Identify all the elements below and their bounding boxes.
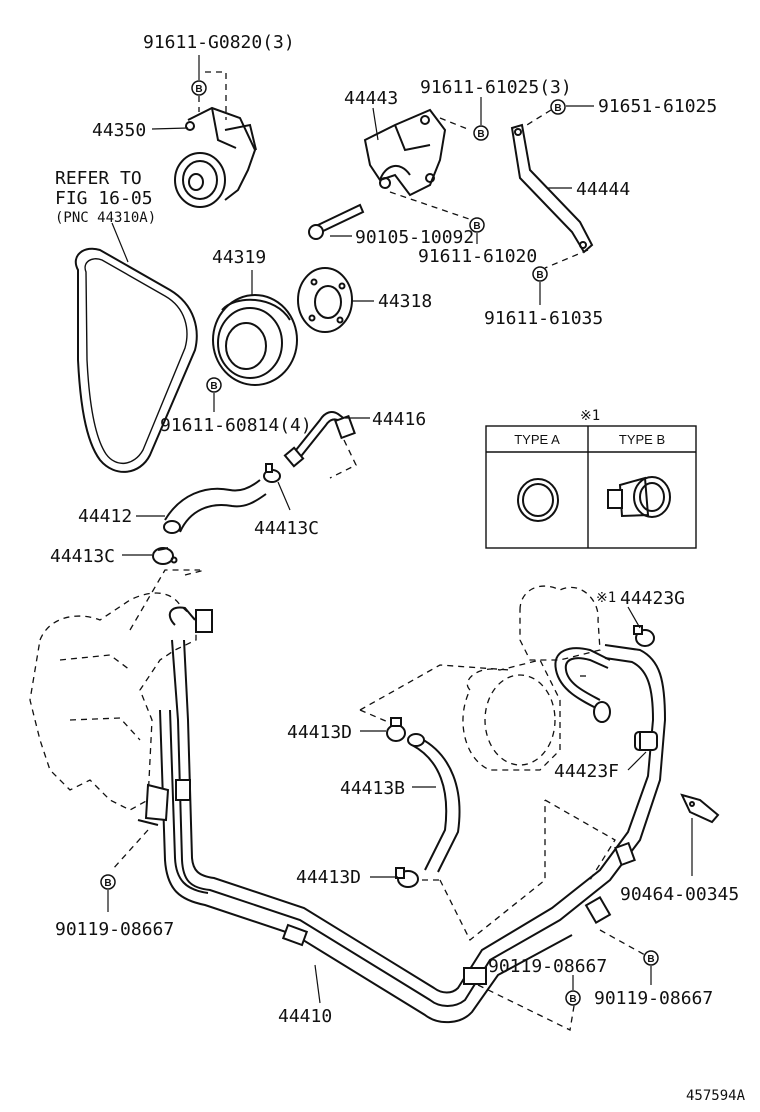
label-44413C-lower: 44413C <box>50 546 115 567</box>
nut-91651-61025: B <box>550 99 566 115</box>
pipe-bracket-left <box>137 783 170 826</box>
bolt-90105-10092 <box>308 203 365 240</box>
svg-text:B: B <box>195 84 202 95</box>
label-44443: 44443 <box>344 88 398 109</box>
label-44412: 44412 <box>78 506 132 527</box>
label-44319: 44319 <box>212 247 266 268</box>
bolt-91611-61020: B <box>469 217 485 233</box>
type-box-marker: ※1 <box>580 408 600 424</box>
svg-text:B: B <box>647 954 654 965</box>
bolt-91611-61035: B <box>532 266 548 282</box>
steering-gear-outline <box>29 592 197 811</box>
clip-90464-00345 <box>680 793 720 824</box>
hose-44412 <box>163 479 267 534</box>
svg-text:B: B <box>477 129 484 140</box>
reservoir-outline <box>462 585 601 771</box>
label-91611-61035: 91611-61035 <box>484 308 603 329</box>
plate-44318 <box>297 267 353 333</box>
strap-44444 <box>510 123 594 254</box>
svg-text:B: B <box>104 878 111 889</box>
label-44423F: 44423F <box>554 761 619 782</box>
bolt-91611-60814: B <box>206 377 222 393</box>
label-44410: 44410 <box>278 1006 332 1027</box>
pulley-44319 <box>212 294 298 386</box>
label-44416: 44416 <box>372 409 426 430</box>
label-91651-61025: 91651-61025 <box>598 96 717 117</box>
type-a-seal-icon <box>517 478 559 522</box>
bolt-91611-G0820: B <box>191 80 207 96</box>
label-44413D-upper: 44413D <box>287 722 352 743</box>
clamp-44413C-upper <box>263 463 281 483</box>
label-ref-line1: REFER TO <box>55 168 142 189</box>
label-ref-line2: FIG 16-05 <box>55 188 153 209</box>
type-b-label: TYPE B <box>619 432 665 447</box>
label-44318: 44318 <box>378 291 432 312</box>
power-steering-pump-44350 <box>174 106 257 208</box>
label-91611-60814: 91611-60814(4) <box>160 415 312 436</box>
label-90119-08667-right: 90119-08667 <box>594 988 713 1009</box>
label-44444: 44444 <box>576 179 630 200</box>
label-91611-61025: 91611-61025(3) <box>420 77 572 98</box>
bolt-90119-08667-right: B <box>643 950 659 966</box>
type-b-clamp-icon <box>607 476 671 518</box>
svg-text:B: B <box>554 103 561 114</box>
label-90105-10092: 90105-10092 <box>355 227 474 248</box>
pressure-pipe-44410 <box>159 606 667 1024</box>
type-a-label: TYPE A <box>514 432 560 447</box>
seal-44423F <box>634 731 658 751</box>
svg-text:B: B <box>569 994 576 1005</box>
label-90119-08667-center: 90119-08667 <box>488 956 607 977</box>
type-reference-box <box>485 425 697 549</box>
bracket-44443 <box>363 108 447 197</box>
clamp-44413D-upper <box>386 717 406 742</box>
clamp-44413D-lower <box>395 867 419 888</box>
svg-text:B: B <box>536 270 543 281</box>
bolt-90119-08667-left: B <box>100 874 116 890</box>
bolt-90119-08667-center: B <box>565 990 581 1006</box>
label-note-mark: ※1 <box>596 590 616 606</box>
clamp-44423G <box>633 625 655 647</box>
label-44423G: 44423G <box>620 588 685 609</box>
label-44350: 44350 <box>92 120 146 141</box>
return-pipe-reservoir <box>554 647 611 723</box>
label-90464-00345: 90464-00345 <box>620 884 739 905</box>
label-ref-line3: (PNC 44310A) <box>55 210 156 226</box>
svg-text:B: B <box>473 221 480 232</box>
drive-belt <box>74 247 198 473</box>
label-90119-08667-left: 90119-08667 <box>55 919 174 940</box>
clamp-44413C-lower <box>152 547 178 565</box>
bolt-91611-61025: B <box>473 125 489 141</box>
pipe-44416 <box>283 411 356 468</box>
label-44413D-lower: 44413D <box>296 867 361 888</box>
label-44413C-upper: 44413C <box>254 518 319 539</box>
label-91611-61020: 91611-61020 <box>418 246 537 267</box>
hose-44413B <box>407 733 461 873</box>
label-44413B: 44413B <box>340 778 405 799</box>
svg-text:B: B <box>210 381 217 392</box>
label-91611-G0820: 91611-G0820(3) <box>143 32 295 53</box>
diagram-id: 457594A <box>686 1088 746 1104</box>
